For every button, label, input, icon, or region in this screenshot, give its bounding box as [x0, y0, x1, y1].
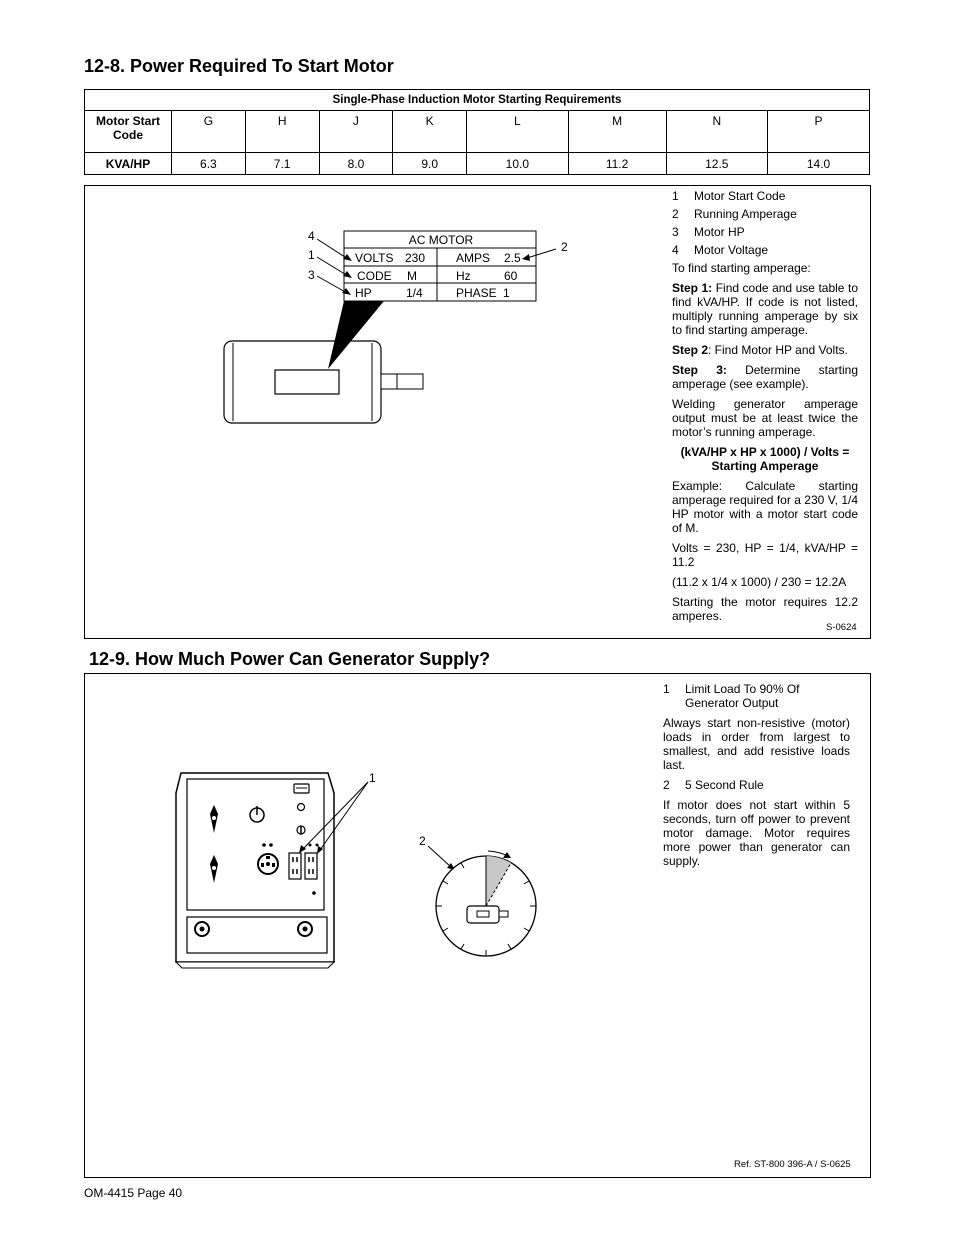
kva-row-header: KVA/HP: [84, 152, 172, 175]
code-cell: K: [392, 110, 468, 153]
kva-cell: 6.3: [171, 152, 246, 175]
welding-note: Welding generator amperage output must b…: [672, 397, 858, 439]
intro-text: To find starting amperage:: [672, 261, 811, 275]
nameplate-hp-label: HP: [355, 286, 372, 300]
kva-cell: 8.0: [318, 152, 394, 175]
code-cell: N: [665, 110, 769, 153]
nameplate-amps-value: 2.5: [504, 251, 521, 265]
code-cell: M: [567, 110, 667, 153]
code-cell: L: [466, 110, 569, 153]
kva-cell: 12.5: [665, 152, 769, 175]
table-caption: Single-Phase Induction Motor Starting Re…: [84, 89, 870, 111]
code-cell: J: [318, 110, 394, 153]
kva-cell: 9.0: [392, 152, 468, 175]
duplex-receptacle: [288, 852, 302, 880]
callout-4: 4: [308, 229, 315, 243]
kva-cell: 10.0: [466, 152, 569, 175]
nameplate-volts-label: VOLTS: [355, 251, 393, 265]
kva-cell: 7.1: [244, 152, 320, 175]
duplex-receptacle: [304, 852, 318, 880]
nameplate-volts-value: 230: [405, 251, 425, 265]
figure-ref-st800: Ref. ST-800 396-A / S-0625: [734, 1159, 851, 1170]
nameplate-title: AC MOTOR: [409, 233, 474, 247]
nameplate-phase-value: 1: [503, 286, 510, 300]
callout-2: 2: [561, 240, 568, 254]
five-second-text: If motor does not start within 5 seconds…: [663, 798, 850, 868]
page-footer: OM-4415 Page 40: [84, 1186, 183, 1200]
generator-figure-box: [84, 673, 871, 1178]
code-cell: G: [171, 110, 246, 153]
nameplate-code-value: M: [407, 269, 417, 283]
nameplate-phase-label: PHASE: [456, 286, 497, 300]
motor-shaft: [380, 373, 424, 390]
callout-pointer: [328, 301, 384, 369]
nameplate-amps-label: AMPS: [456, 251, 490, 265]
callout-1: 1: [369, 771, 376, 785]
start-order-text: Always start non-resistive (motor) loads…: [663, 716, 850, 772]
five-second-wedge: [486, 856, 511, 906]
kva-cell: 11.2: [567, 152, 667, 175]
callout-3: 3: [308, 268, 315, 282]
example-text: Example: Calculate starting amperage req…: [672, 479, 858, 535]
code-row-header: Motor Start Code: [84, 110, 172, 153]
callout-2: 2: [419, 834, 426, 848]
nameplate-hz-value: 60: [504, 269, 518, 283]
nameplate-code-label: CODE: [357, 269, 392, 283]
motor-figure-box: [84, 185, 871, 639]
motor-starting-table: Single-Phase Induction Motor Starting Re…: [84, 89, 870, 175]
step-2: Step 2: Find Motor HP and Volts.: [672, 343, 848, 357]
step-1: Step 1: Find code and use table to find …: [672, 281, 858, 337]
callout-1: 1: [308, 248, 315, 262]
figure-ref-s0624: S-0624: [826, 622, 857, 633]
code-cell: P: [767, 110, 870, 153]
values-line: Volts = 230, HP = 1/4, kVA/HP = 11.2: [672, 541, 858, 569]
formula: (kVA/HP x HP x 1000) / Volts = Starting …: [680, 445, 850, 473]
step-3: Step 3: Determine starting amperage (see…: [672, 363, 859, 391]
code-cell: H: [244, 110, 320, 153]
motor-nameplate-small: [274, 369, 340, 395]
motor-nameplate-illustration: AC MOTOR VOLTS 230 AMPS 2.5 CODE M Hz 60…: [223, 229, 568, 424]
section-title-12-9: 12-9. How Much Power Can Generator Suppl…: [89, 649, 491, 669]
section-title-12-8: 12-8. Power Required To Start Motor: [84, 56, 394, 76]
control-panel: [186, 778, 325, 911]
generator-illustration: 1 2: [174, 771, 537, 969]
calc-line: (11.2 x 1/4 x 1000) / 230 = 12.2A: [672, 575, 847, 589]
nameplate-hp-value: 1/4: [406, 286, 423, 300]
nameplate-hz-label: Hz: [456, 269, 471, 283]
kva-cell: 14.0: [767, 152, 870, 175]
result-text: Starting the motor requires 12.2 amperes…: [672, 595, 858, 623]
